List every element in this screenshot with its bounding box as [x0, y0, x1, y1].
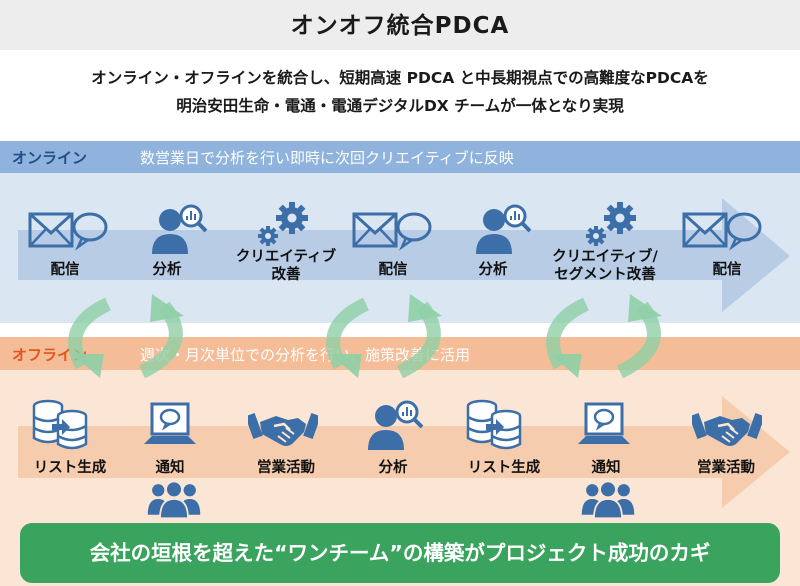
- online-step-2: 分析: [152, 262, 182, 278]
- offline-step-5: リスト生成: [467, 460, 541, 476]
- cycle-arrows: [68, 294, 662, 379]
- online-description: 数営業日で分析を行い即時に次回クリエイティブに反映: [140, 149, 514, 167]
- offline-label: オフライン: [12, 346, 88, 364]
- handshake-icon: [248, 404, 318, 454]
- online-step-1: 配信: [50, 262, 80, 278]
- title-bar: [0, 0, 800, 50]
- team-people-icon: [580, 478, 636, 520]
- person-analysis-icon: [364, 398, 424, 452]
- offline-description: 週次・月次単位での分析を行い、施策改善に活用: [140, 346, 471, 364]
- handshake-icon: [692, 404, 762, 454]
- online-step-7: 配信: [712, 262, 742, 278]
- gears-icon: [252, 198, 312, 252]
- online-step-6: クリエイティブ/ セグメント改善: [552, 249, 658, 283]
- online-header: [0, 141, 800, 173]
- database-icon: [30, 398, 90, 452]
- online-step-5: 分析: [478, 262, 508, 278]
- mail-chat-icon: [28, 205, 108, 255]
- offline-step-6: 通知: [591, 460, 621, 476]
- subtitle-line-2: 明治安田生命・電通・電通デジタルDX チームが一体となり実現: [176, 97, 624, 115]
- person-analysis-icon: [472, 202, 532, 256]
- offline-step-1: リスト生成: [33, 460, 107, 476]
- offline-step-3: 営業活動: [257, 460, 315, 476]
- online-step-4: 配信: [378, 262, 408, 278]
- offline-flow-arrow: [18, 396, 790, 508]
- laptop-icon: [140, 400, 200, 454]
- person-analysis-icon: [148, 202, 208, 256]
- laptop-icon: [574, 400, 634, 454]
- footer-banner: 会社の垣根を超えた“ワンチーム”の構築がプロジェクト成功のカギ: [20, 523, 780, 583]
- offline-step-2: 通知: [155, 460, 185, 476]
- offline-step-4: 分析: [378, 460, 408, 476]
- team-people-icon: [146, 478, 202, 520]
- online-label: オンライン: [12, 149, 88, 167]
- database-icon: [464, 398, 524, 452]
- online-step-3: クリエイティブ 改善: [235, 249, 337, 283]
- online-flow-arrow: [18, 198, 790, 312]
- page-title: オンオフ統合PDCA: [290, 13, 510, 39]
- subtitle-line-1: オンライン・オフラインを統合し、短期高速 PDCA と中長期視点での高難度なPD…: [91, 69, 709, 87]
- offline-step-7: 営業活動: [697, 460, 755, 476]
- gears-icon: [580, 198, 640, 252]
- mail-chat-icon: [682, 205, 762, 255]
- mail-chat-icon: [352, 205, 432, 255]
